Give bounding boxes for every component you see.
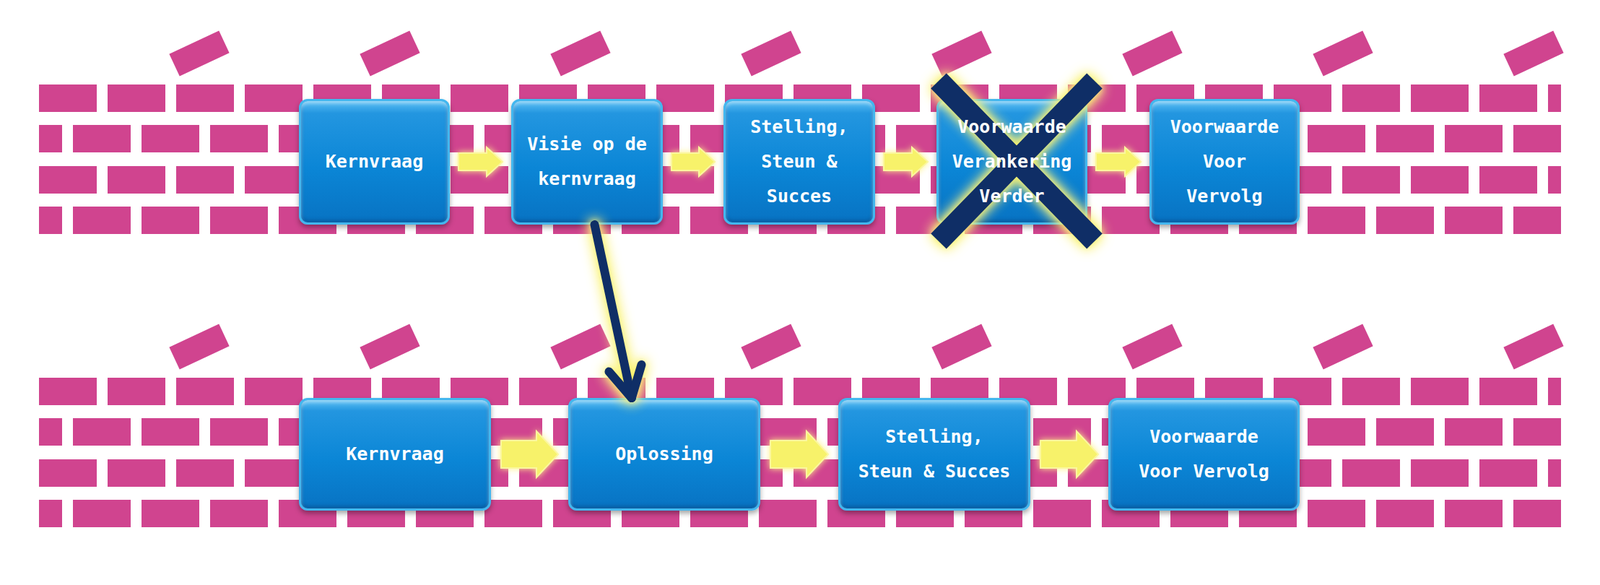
box-label: Kernvraag (345, 436, 444, 472)
arrow-shaft (594, 224, 632, 398)
flow-arrow (883, 147, 928, 177)
process-box: Voorwaarde Voor Vervolg (1108, 397, 1300, 511)
process-box: Voorwaarde Verankering Verder (936, 98, 1088, 225)
process-box: Visie op de kernvraag (511, 98, 663, 225)
box-label: Voorwaarde Verankering Verder (948, 109, 1076, 214)
process-box: Voorwaarde Voor Vervolg (1149, 98, 1300, 225)
flow-arrow (501, 431, 559, 478)
flow-arrow (671, 147, 715, 177)
box-label: Voorwaarde Voor Vervolg (1161, 109, 1288, 214)
loose-bricks (103, 303, 1577, 390)
brick-rows (38, 84, 1562, 235)
process-box: Kernvraag (298, 98, 450, 225)
bottom-wall (38, 303, 1577, 528)
flow-arrow (1040, 431, 1099, 478)
process-box: Kernvraag (298, 397, 491, 511)
box-label: Voorwaarde Voor Vervolg (1126, 419, 1282, 489)
cross-mark (938, 80, 1095, 242)
cross-stroke (938, 80, 1095, 242)
box-label: Visie op de kernvraag (523, 127, 651, 197)
process-box: Stelling, Steun & Succes (723, 98, 876, 225)
cross-stroke (938, 80, 1095, 242)
brick-rows (38, 377, 1562, 528)
box-label: Stelling, Steun & Succes (735, 109, 863, 214)
flow-arrow (770, 431, 829, 478)
box-label: Stelling, Steun & Succes (856, 419, 1013, 489)
loose-bricks (103, 10, 1577, 97)
flow-arrow (1096, 147, 1141, 177)
flow-arrow (458, 147, 503, 177)
box-label: Oplossing (615, 436, 713, 472)
box-label: Kernvraag (325, 144, 424, 180)
transition-arrow (594, 224, 642, 398)
process-box: Stelling, Steun & Succes (838, 397, 1031, 511)
process-box: Oplossing (568, 397, 761, 511)
arrow-head (608, 371, 632, 398)
arrow-head (631, 364, 642, 398)
top-wall (38, 10, 1577, 235)
